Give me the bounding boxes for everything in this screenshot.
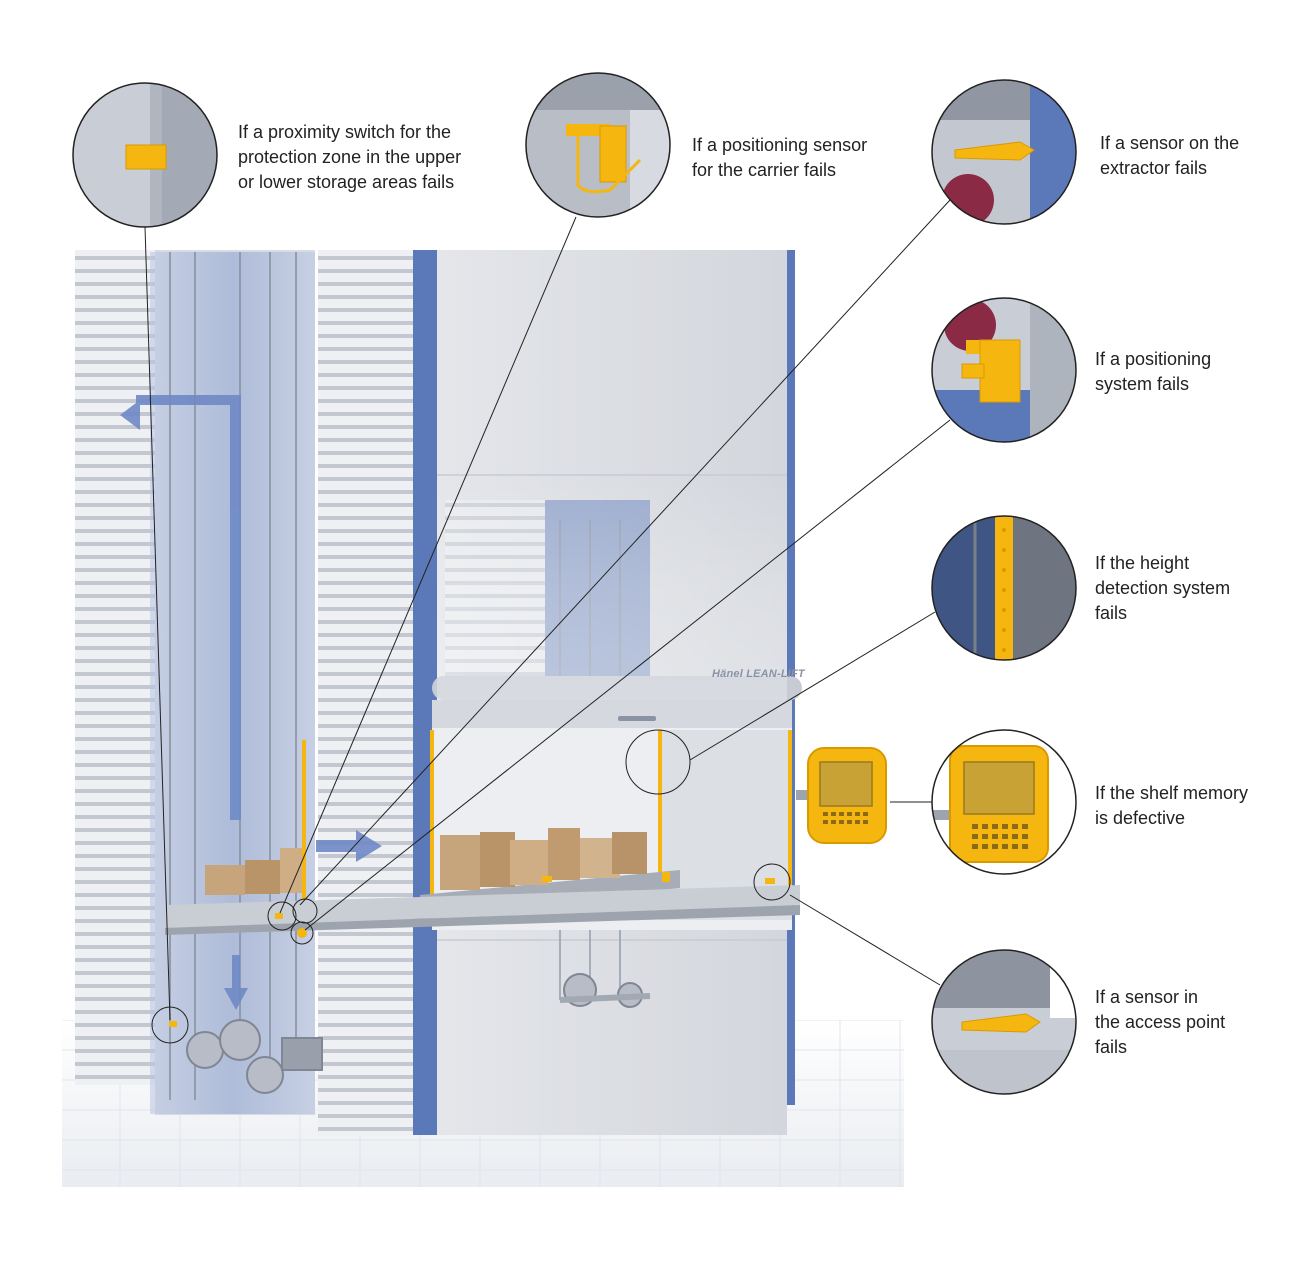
brand-label: Hänel LEAN-LIFT: [712, 668, 805, 680]
left-rack-wall: [75, 250, 155, 1085]
callout-text-shelf-memory: If the shelf memory is defective: [1095, 783, 1249, 828]
extractor-sensor-icon: [954, 141, 1035, 161]
flow-arrows: [120, 395, 382, 1010]
callout-circle-access-point-sensor: [931, 949, 1077, 1095]
callout-text-height-detection: If the height detection system fails: [1095, 553, 1231, 623]
callout-text-access-point-sensor: If a sensor in the access point fails: [1095, 987, 1226, 1057]
callout-text-proximity-switch: If a proximity switch for the protection…: [238, 122, 462, 192]
access-point-sensor-icon: [961, 1013, 1041, 1033]
shelf-memory-terminal[interactable]: [796, 747, 887, 844]
positioning-sensor-icon: [566, 124, 642, 194]
cardboard-boxes: [205, 828, 647, 895]
lift-illustration: [62, 250, 904, 1187]
locator-rings: [151, 729, 791, 1044]
callout-text-extractor-sensor: If a sensor on the extractor fails: [1100, 133, 1240, 178]
callout-text-positioning-system: If a positioning system fails: [1095, 349, 1212, 394]
shelf-memory-icon: [949, 745, 1049, 863]
callout-text-positioning-sensor: If a positioning sensor for the carrier …: [692, 135, 868, 180]
height-detection-icon: [995, 516, 1013, 660]
callout-circle-height-detection: [931, 515, 1077, 661]
callout-circle-extractor-sensor: [931, 79, 1077, 225]
callout-circle-proximity-switch: [72, 82, 218, 228]
positioning-system-icon: [961, 339, 1021, 403]
leader-lines: [144, 199, 951, 1021]
center-rack-wall: [318, 250, 413, 1135]
drive-gears: [186, 973, 643, 1094]
proximity-switch-icon: [125, 144, 167, 170]
callout-circle-positioning-sensor: [525, 72, 671, 218]
callout-circle-positioning-system: [931, 297, 1077, 443]
callout-circle-shelf-memory: [931, 729, 1077, 875]
